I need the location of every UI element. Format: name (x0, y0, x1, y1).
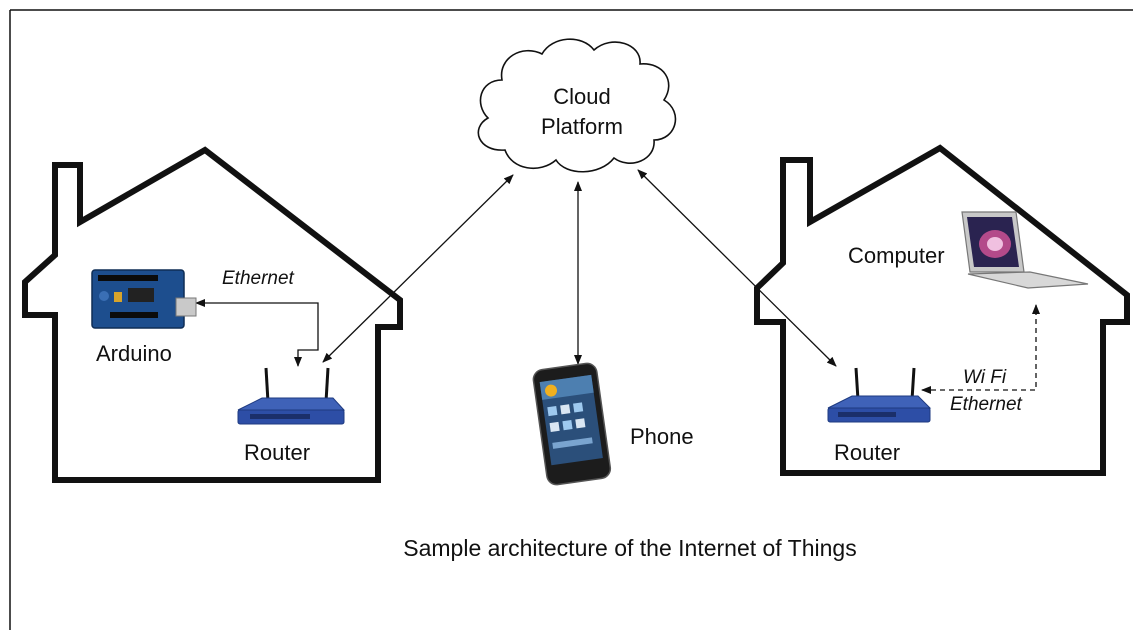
computer-label: Computer (848, 243, 945, 268)
link-wifi-ethernet-right (921, 304, 1040, 394)
router-right-label: Router (834, 440, 901, 465)
cloud-label-line2: Platform (541, 114, 623, 139)
diagram-caption: Sample architecture of the Internet of T… (403, 535, 857, 561)
house-right (754, 144, 1130, 476)
arduino-label: Arduino (96, 341, 172, 366)
link-ethernet-left (195, 299, 319, 367)
cloud-platform-label: Cloud Platform (512, 82, 652, 142)
wifi-label: Wi Fi (963, 367, 1007, 388)
house-left (22, 146, 403, 483)
link-cloud-left-router (322, 174, 514, 363)
cloud-platform-shape (477, 38, 677, 173)
router-left-label: Router (244, 440, 311, 465)
cloud-label-line1: Cloud (553, 84, 611, 109)
phone-icon (532, 362, 612, 486)
ethernet-right-label: Ethernet (950, 394, 1022, 415)
computer-laptop-icon (961, 211, 1089, 289)
link-cloud-right-router (637, 169, 837, 367)
phone-label: Phone (630, 424, 694, 449)
router-left-icon (237, 367, 346, 425)
arduino-board-icon (91, 269, 197, 329)
router-right-icon (827, 367, 932, 423)
ethernet-left-label: Ethernet (222, 268, 294, 289)
